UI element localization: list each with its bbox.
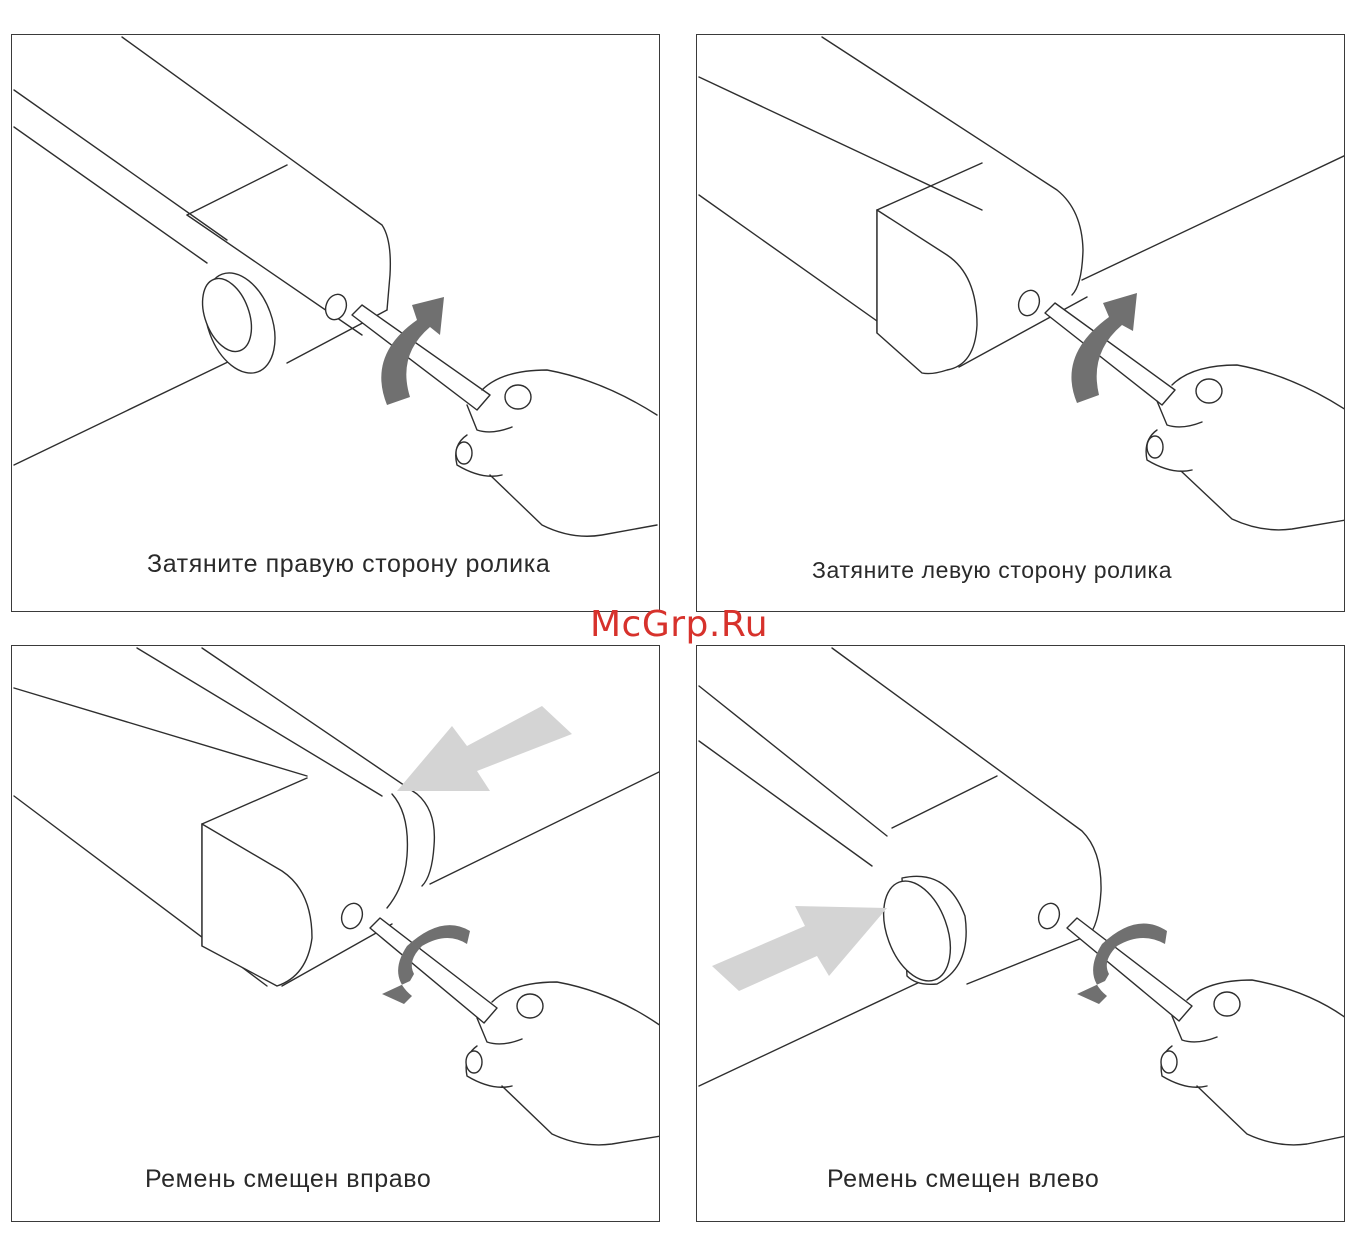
treadmill-roller-icon	[12, 646, 660, 1222]
panel-tighten-right: Затяните правую сторону ролика	[11, 34, 660, 612]
panel-belt-shifted-left: Ремень смещен влево	[696, 645, 1345, 1222]
hand-icon	[1146, 365, 1345, 530]
belt-direction-arrow-icon	[712, 906, 887, 991]
treadmill-roller-icon	[697, 35, 1345, 612]
treadmill-roller-icon	[12, 35, 660, 612]
panel-caption: Ремень смещен влево	[827, 1165, 1099, 1194]
treadmill-roller-icon	[697, 646, 1345, 1222]
panel-tighten-left: Затяните левую сторону ролика	[696, 34, 1345, 612]
watermark: McGrp.Ru	[590, 604, 768, 645]
panel-caption: Затяните правую сторону ролика	[147, 550, 550, 579]
panel-caption: Ремень смещен вправо	[145, 1165, 431, 1194]
panel-belt-shifted-right: Ремень смещен вправо	[11, 645, 660, 1222]
belt-direction-arrow-icon	[397, 706, 572, 791]
panel-caption: Затяните левую сторону ролика	[812, 557, 1172, 584]
